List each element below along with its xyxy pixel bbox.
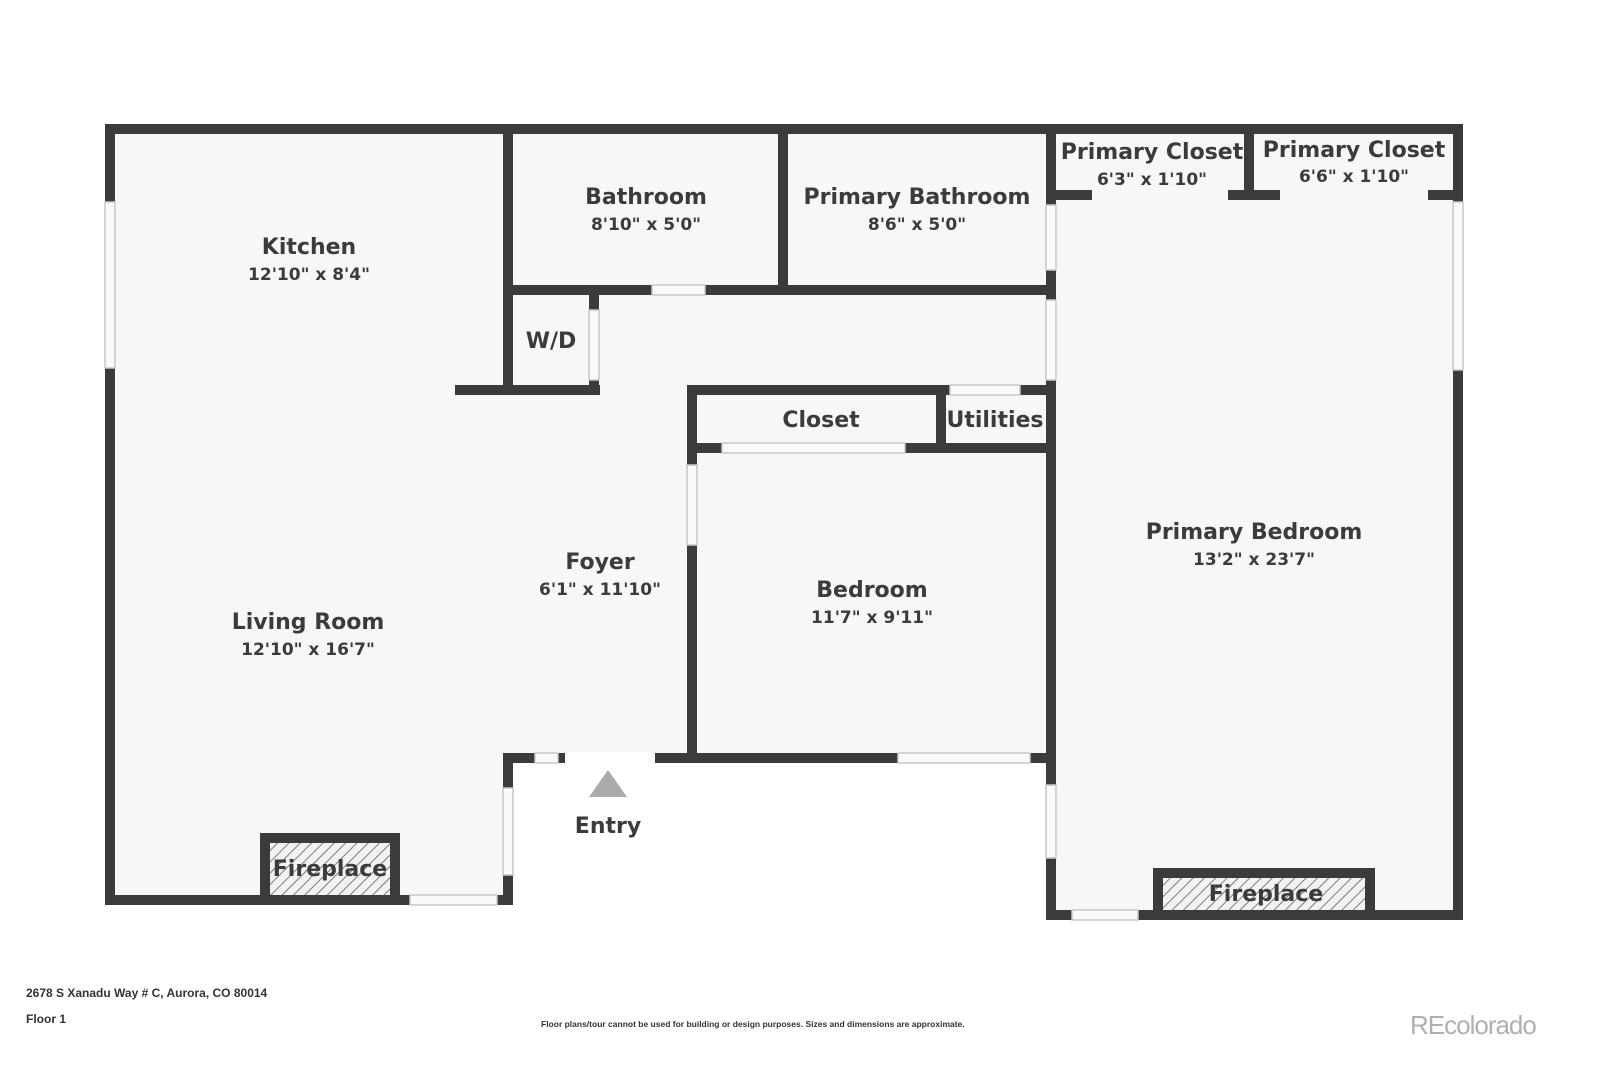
room-name-primary-bedroom: Primary Bedroom: [1146, 520, 1363, 545]
room-dims-kitchen: 12'10" x 8'4": [248, 265, 370, 285]
fireplace-right: Fireplace: [1153, 868, 1375, 912]
room-name-primary-closet: Primary Closet: [1263, 138, 1446, 163]
fireplace-label: Fireplace: [1209, 882, 1323, 907]
room-name-living-room: Living Room: [232, 610, 385, 635]
room-dims-primary-closet: 6'6" x 1'10": [1299, 167, 1409, 187]
address: 2678 S Xanadu Way # C, Aurora, CO 80014: [26, 986, 268, 1000]
floor-label: Floor 1: [26, 1012, 67, 1026]
room-name-primary-bathroom: Primary Bathroom: [804, 185, 1031, 210]
room-dims-bathroom: 8'10" x 5'0": [591, 215, 701, 235]
fireplace-left: Fireplace: [260, 833, 400, 897]
room-name-wd: W/D: [526, 329, 577, 354]
openings: [104, 201, 1464, 921]
disclaimer: Floor plans/tour cannot be used for buil…: [541, 1019, 965, 1029]
room-dims-living-room: 12'10" x 16'7": [241, 640, 375, 660]
room-dims-bedroom: 11'7" x 9'11": [811, 608, 933, 628]
room-dims-primary-bathroom: 8'6" x 5'0": [868, 215, 966, 235]
entry-arrow-icon: [589, 770, 627, 797]
room-dims-primary-closet: 6'3" x 1'10": [1097, 170, 1207, 190]
room-name-foyer: Foyer: [565, 550, 635, 575]
room-name-kitchen: Kitchen: [262, 235, 356, 260]
room-name-closet: Closet: [782, 408, 860, 433]
room-dims-foyer: 6'1" x 11'10": [539, 580, 661, 600]
room-name-bedroom: Bedroom: [816, 578, 927, 603]
room-name-primary-closet: Primary Closet: [1061, 140, 1244, 165]
fireplace-label: Fireplace: [273, 857, 387, 882]
room-name-utilities: Utilities: [946, 408, 1043, 433]
room-name-bathroom: Bathroom: [585, 185, 707, 210]
brand-logo: REcolorado: [1410, 1010, 1537, 1040]
entry-label: Entry: [575, 814, 641, 839]
room-dims-primary-bedroom: 13'2" x 23'7": [1193, 550, 1315, 570]
